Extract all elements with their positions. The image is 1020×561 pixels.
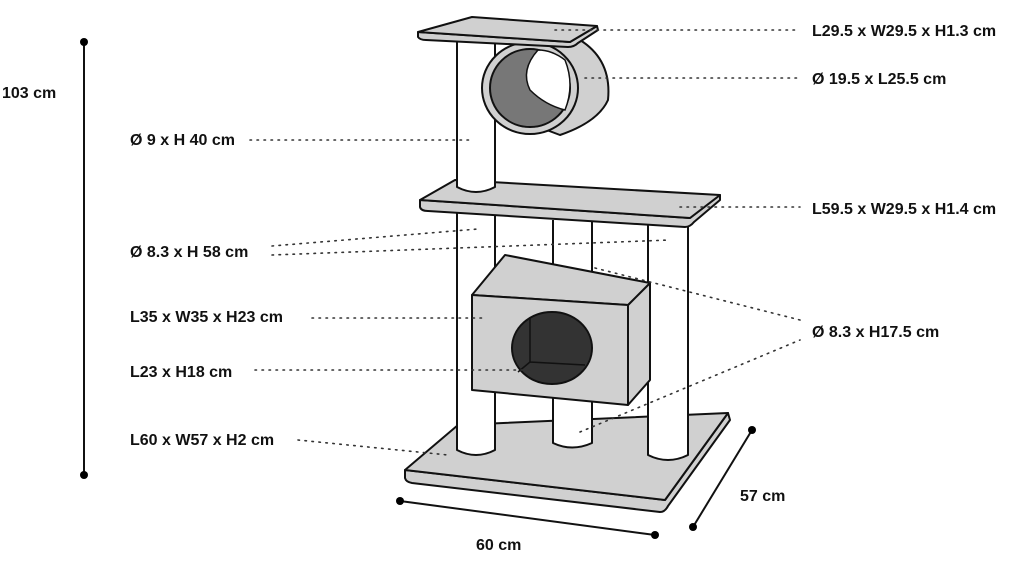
short-post-center <box>552 220 593 449</box>
base-width-label: 60 cm <box>476 537 521 554</box>
cave-entrance-label: L23 x H18 cm <box>130 364 232 381</box>
depth-dimension <box>689 426 756 531</box>
top-platform <box>417 16 599 48</box>
long-post-right <box>647 225 689 461</box>
top-platform-label: L29.5 x W29.5 x H1.3 cm <box>812 23 996 40</box>
width-dimension <box>396 497 659 539</box>
cave-entrance <box>511 311 593 385</box>
middle-platform-label: L59.5 x W29.5 x H1.4 cm <box>812 201 996 218</box>
middle-platform <box>419 179 721 228</box>
total-height-label: 103 cm <box>2 85 56 102</box>
tunnel <box>481 39 610 136</box>
tunnel-label: Ø 19.5 x L25.5 cm <box>812 71 946 88</box>
leader-lines <box>249 29 801 456</box>
short-posts-label: Ø 8.3 x H17.5 cm <box>812 324 939 341</box>
base-label: L60 x W57 x H2 cm <box>130 432 274 449</box>
height-dimension <box>80 38 88 479</box>
cave-box <box>471 254 651 406</box>
base-depth-label: 57 cm <box>740 488 785 505</box>
top-post-label: Ø 9 x H 40 cm <box>130 132 235 149</box>
long-posts-label: Ø 8.3 x H 58 cm <box>130 244 248 261</box>
cave-label: L35 x W35 x H23 cm <box>130 309 283 326</box>
